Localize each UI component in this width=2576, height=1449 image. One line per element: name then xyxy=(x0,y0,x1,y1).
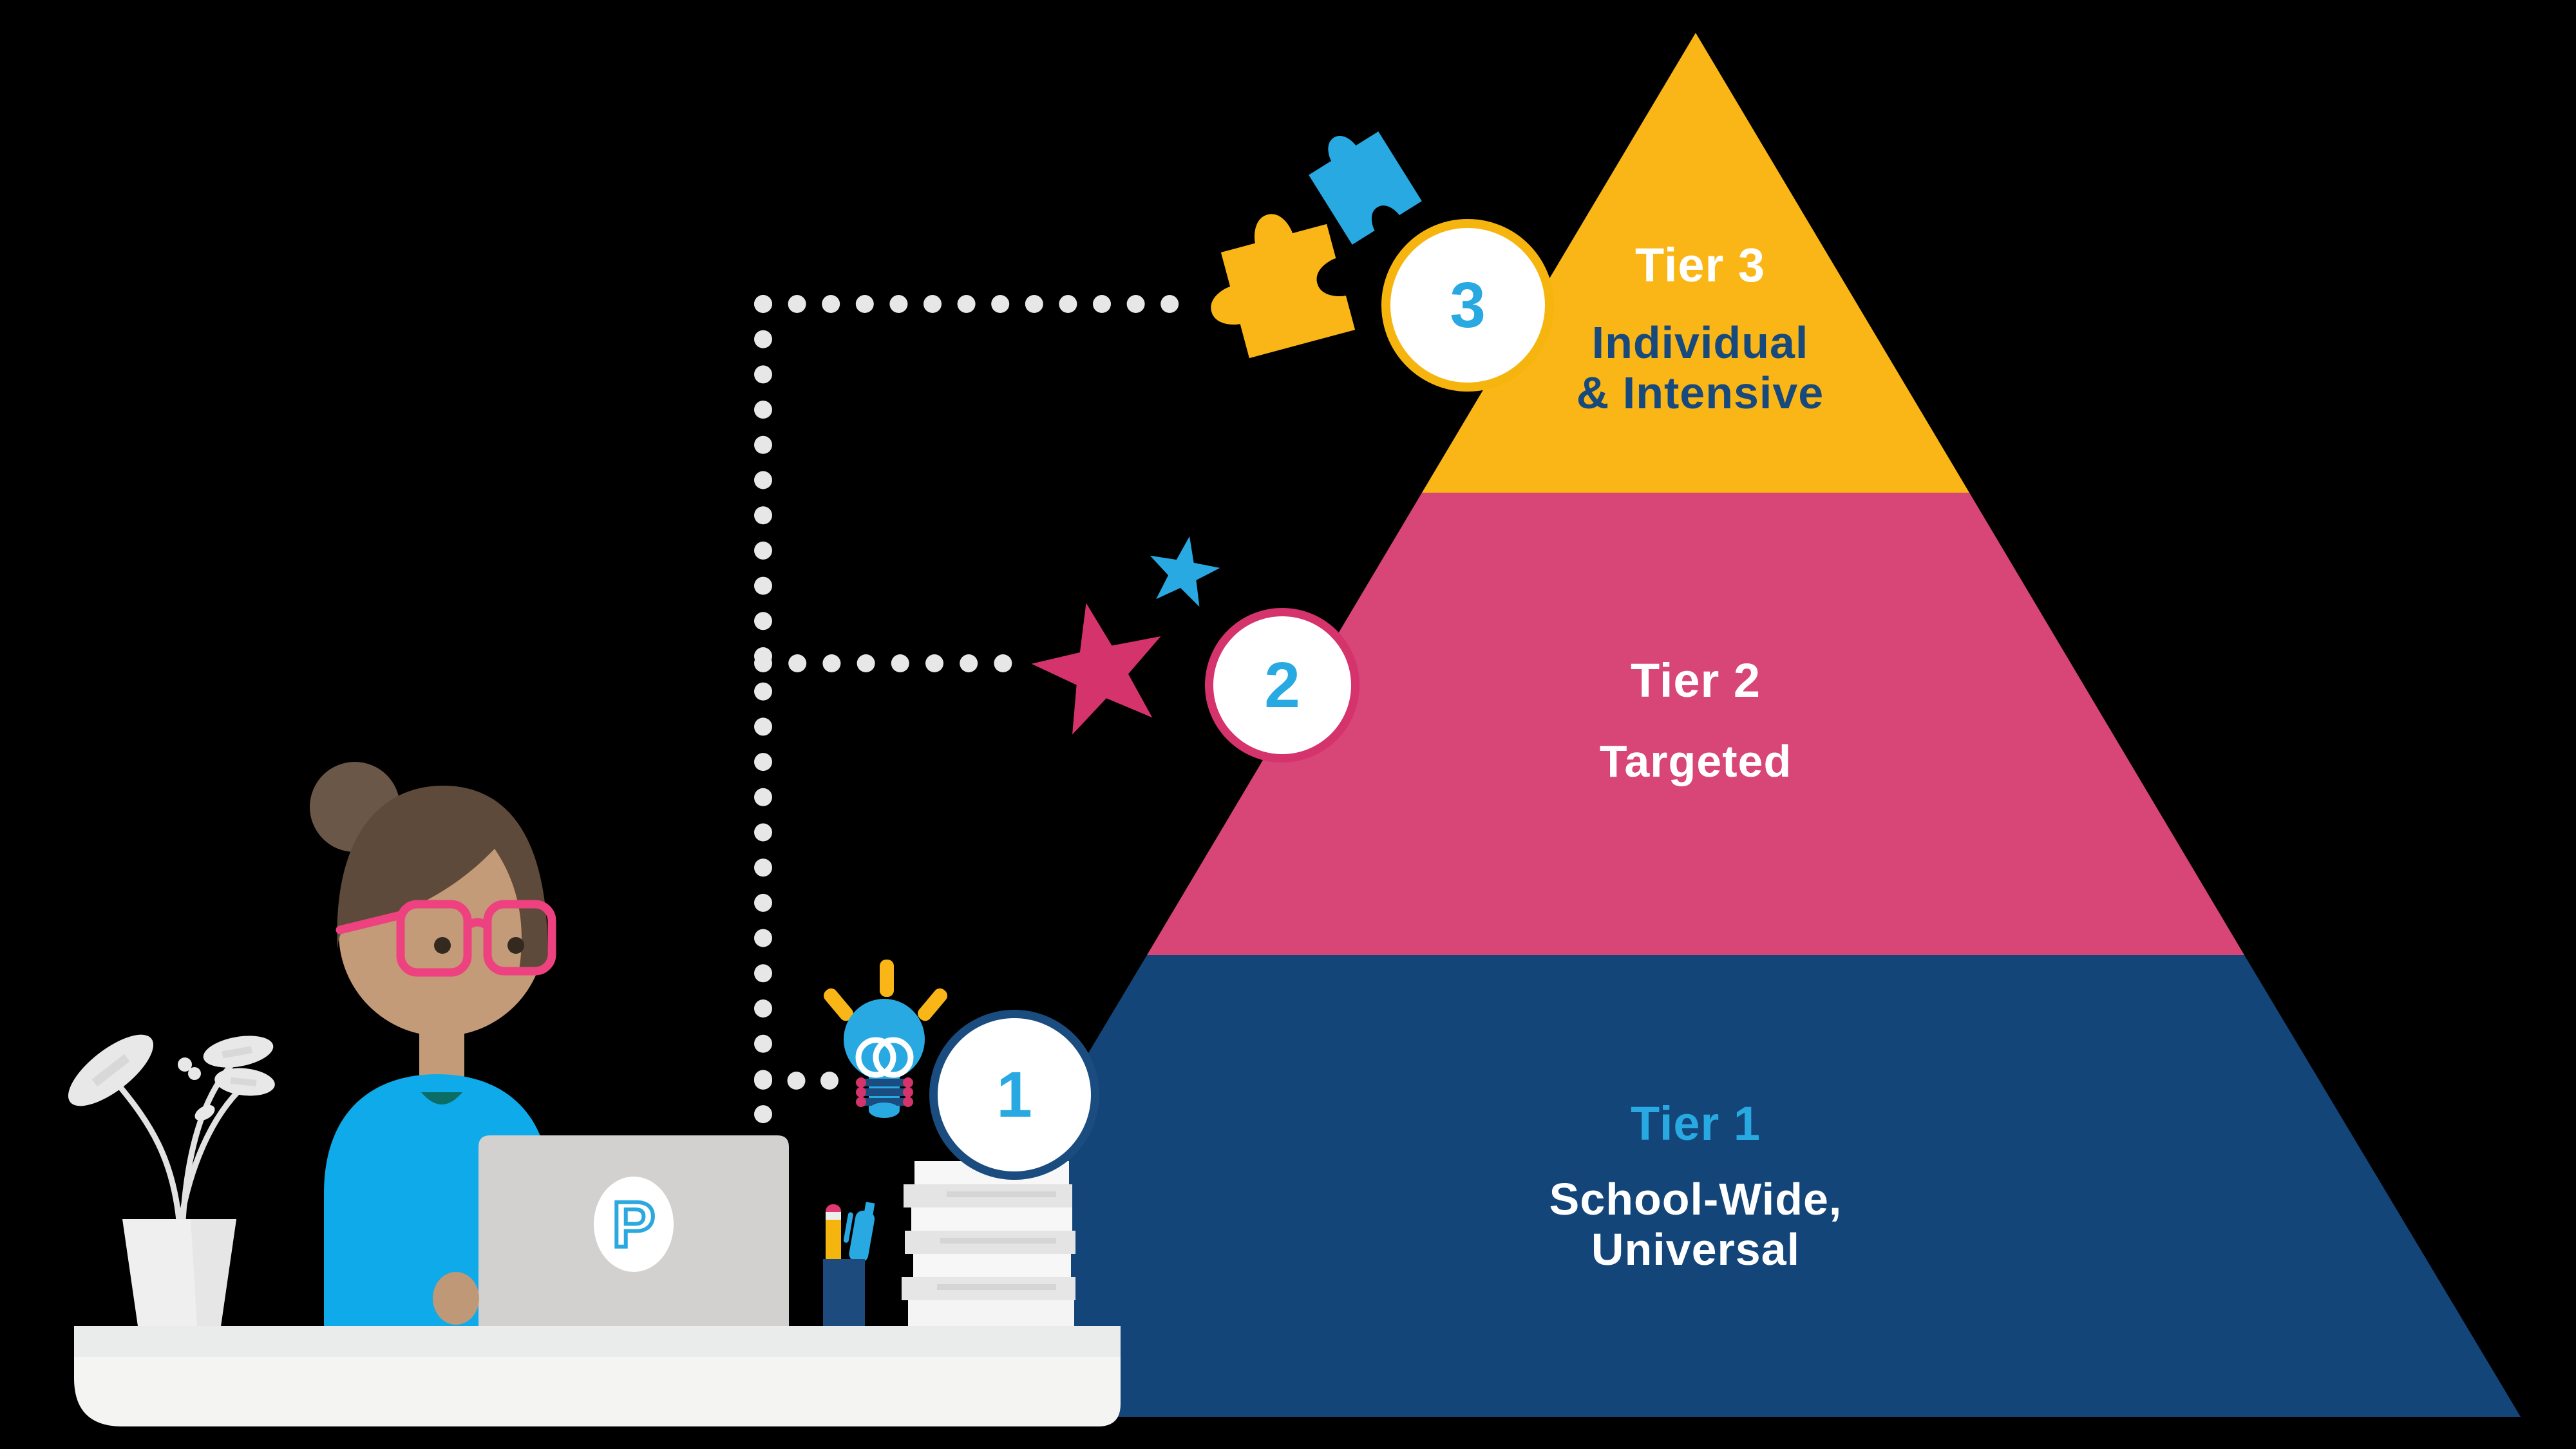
tier-3-desc-line-2: & Intensive xyxy=(1576,368,1824,418)
tier-3-desc-line-1: Individual xyxy=(1591,317,1809,368)
tier-3-label: Tier 3 xyxy=(1634,238,1766,292)
tier-1-description: School-Wide, Universal xyxy=(1374,1174,2018,1274)
marker-number-3: 3 xyxy=(1450,269,1486,341)
tier-1-label: Tier 1 xyxy=(1630,1097,1761,1150)
tier-3-description: Individual & Intensive xyxy=(1378,317,2022,418)
right-eye xyxy=(507,937,524,954)
marker-circle-1: 1 xyxy=(929,1010,1099,1180)
puzzle-piece-blue-icon xyxy=(1309,131,1422,245)
pencil-icon xyxy=(826,1204,841,1261)
stack-of-papers-icon xyxy=(902,1161,1075,1326)
desk-scene: P xyxy=(68,762,1121,1426)
pencil-cup-icon xyxy=(823,1202,875,1326)
pyramid xyxy=(871,33,2521,1417)
laptop-icon: P xyxy=(478,1135,789,1326)
tier-1-desc-line-1: School-Wide, xyxy=(1549,1174,1842,1224)
plant-icon xyxy=(68,1034,275,1326)
glasses-icon xyxy=(336,900,556,977)
laptop-logo: P xyxy=(612,1189,656,1261)
pen-icon xyxy=(843,1202,875,1263)
star-blue-icon xyxy=(1150,536,1220,607)
marker-circle-2: 2 xyxy=(1205,608,1359,762)
hand xyxy=(433,1272,479,1325)
lightbulb-icon xyxy=(824,960,947,1118)
tier-2-label: Tier 2 xyxy=(1630,654,1761,707)
tier-1-desc-line-2: Universal xyxy=(1591,1224,1801,1274)
pyramid-tier-2 xyxy=(1147,493,2244,955)
collar xyxy=(421,1092,462,1104)
hair xyxy=(337,786,548,970)
marker-number-2: 2 xyxy=(1264,649,1300,721)
tier-2-description: Targeted xyxy=(1374,736,2018,786)
pyramid-tier-1 xyxy=(871,955,2521,1417)
floating-icons xyxy=(824,131,1422,1118)
puzzle-piece-yellow-icon xyxy=(1211,214,1356,359)
marker-number-1: 1 xyxy=(996,1058,1032,1131)
dotted-connector xyxy=(754,295,1179,1124)
star-pink-icon xyxy=(1031,603,1161,735)
left-eye xyxy=(434,937,451,954)
desk xyxy=(74,1326,1121,1426)
tier-2-desc-line-1: Targeted xyxy=(1599,736,1792,786)
marker-circle-3: 3 xyxy=(1381,219,1554,392)
pyramid-tier-3 xyxy=(1422,33,1969,493)
